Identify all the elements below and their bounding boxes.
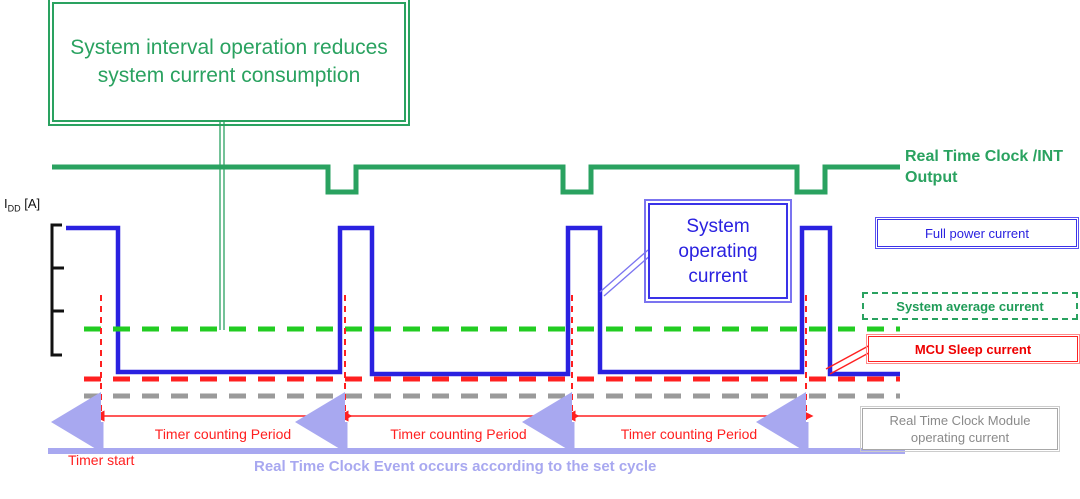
legend-rtc-module-line1: Real Time Clock Module — [889, 413, 1031, 428]
y-axis-label-unit: [A] — [20, 196, 41, 211]
period-label-2: Timer counting Period — [390, 426, 527, 442]
legend-rtc-module-line2: operating current — [910, 430, 1010, 445]
period-label-3: Timer counting Period — [620, 426, 758, 442]
rtc-event-caption: Real Time Clock Event occurs according t… — [254, 458, 657, 475]
y-axis-label-subscript: DD — [7, 203, 21, 214]
legend-mcu-sleep-current: MCU Sleep current — [865, 333, 1080, 365]
period-label-1: Timer counting Period — [154, 426, 292, 442]
y-axis-label: IDD [A] — [4, 196, 40, 214]
legend-full-power-current: Full power current — [874, 216, 1080, 250]
idd-current-waveform — [66, 225, 900, 377]
callout-system-interval: System interval operation reduces system… — [48, 0, 410, 126]
legend-system-average-current: System average current — [862, 292, 1078, 320]
timer-start-label: Timer start — [68, 452, 135, 468]
system-operating-leader-b — [603, 253, 653, 297]
y-axis-label-symbol: I — [4, 196, 8, 211]
y-axis-bracket — [50, 223, 62, 357]
rtc-output-waveform — [52, 164, 900, 195]
mcu-sleep-leader-a — [825, 343, 873, 370]
legend-rtc-output: Real Time Clock /INT Output — [905, 148, 1063, 186]
system-operating-leader-a — [599, 249, 649, 293]
legend-rtc-module-current: Real Time Clock Module operating current — [859, 405, 1061, 453]
callout-system-operating-current: System operating current — [644, 199, 792, 303]
